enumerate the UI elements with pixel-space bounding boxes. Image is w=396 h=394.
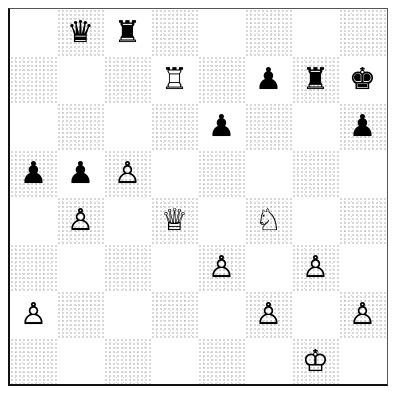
square-e5[interactable] — [198, 150, 245, 197]
square-c6[interactable] — [104, 103, 151, 150]
square-a8[interactable] — [10, 9, 57, 56]
white-pawn-icon[interactable]: ♙ — [292, 244, 339, 291]
square-c2[interactable] — [104, 291, 151, 338]
black-rook-icon[interactable]: ♜ — [104, 9, 151, 56]
square-e7[interactable] — [198, 56, 245, 103]
square-f8[interactable] — [245, 9, 292, 56]
square-b6[interactable] — [57, 103, 104, 150]
square-g4[interactable] — [292, 197, 339, 244]
square-d3[interactable] — [151, 244, 198, 291]
square-h1[interactable] — [339, 338, 386, 385]
square-h8[interactable] — [339, 9, 386, 56]
black-pawn-icon[interactable]: ♟ — [245, 56, 292, 103]
square-d1[interactable] — [151, 338, 198, 385]
square-a3[interactable] — [10, 244, 57, 291]
black-rook-icon[interactable]: ♜ — [292, 56, 339, 103]
square-g5[interactable] — [292, 150, 339, 197]
square-c7[interactable] — [104, 56, 151, 103]
square-d6[interactable] — [151, 103, 198, 150]
square-g8[interactable] — [292, 9, 339, 56]
square-a6[interactable] — [10, 103, 57, 150]
square-g2[interactable] — [292, 291, 339, 338]
square-h5[interactable] — [339, 150, 386, 197]
square-c1[interactable] — [104, 338, 151, 385]
square-a7[interactable] — [10, 56, 57, 103]
black-king-icon[interactable]: ♚ — [339, 56, 386, 103]
black-pawn-icon[interactable]: ♟ — [57, 150, 104, 197]
square-d5[interactable] — [151, 150, 198, 197]
white-rook-icon[interactable]: ♖ — [151, 56, 198, 103]
black-queen-icon[interactable]: ♛ — [57, 9, 104, 56]
square-d8[interactable] — [151, 9, 198, 56]
square-g6[interactable] — [292, 103, 339, 150]
square-f6[interactable] — [245, 103, 292, 150]
square-f5[interactable] — [245, 150, 292, 197]
square-h3[interactable] — [339, 244, 386, 291]
square-b2[interactable] — [57, 291, 104, 338]
square-e1[interactable] — [198, 338, 245, 385]
white-queen-icon[interactable]: ♕ — [151, 197, 198, 244]
square-f3[interactable] — [245, 244, 292, 291]
square-b7[interactable] — [57, 56, 104, 103]
white-pawn-icon[interactable]: ♙ — [339, 291, 386, 338]
black-pawn-icon[interactable]: ♟ — [10, 150, 57, 197]
square-a1[interactable] — [10, 338, 57, 385]
square-b1[interactable] — [57, 338, 104, 385]
white-pawn-icon[interactable]: ♙ — [245, 291, 292, 338]
square-a4[interactable] — [10, 197, 57, 244]
square-e4[interactable] — [198, 197, 245, 244]
white-pawn-icon[interactable]: ♙ — [57, 197, 104, 244]
square-b3[interactable] — [57, 244, 104, 291]
black-pawn-icon[interactable]: ♟ — [198, 103, 245, 150]
chess-board: ♛♜♖♟♜♚♟♟♟♟♙♙♕♘♙♙♙♙♙♔ — [8, 8, 388, 386]
square-d2[interactable] — [151, 291, 198, 338]
white-king-icon[interactable]: ♔ — [292, 338, 339, 385]
square-e8[interactable] — [198, 9, 245, 56]
white-pawn-icon[interactable]: ♙ — [10, 291, 57, 338]
black-pawn-icon[interactable]: ♟ — [339, 103, 386, 150]
white-pawn-icon[interactable]: ♙ — [198, 244, 245, 291]
square-f1[interactable] — [245, 338, 292, 385]
square-c4[interactable] — [104, 197, 151, 244]
square-e2[interactable] — [198, 291, 245, 338]
white-pawn-icon[interactable]: ♙ — [104, 150, 151, 197]
square-c3[interactable] — [104, 244, 151, 291]
white-knight-icon[interactable]: ♘ — [245, 197, 292, 244]
square-h4[interactable] — [339, 197, 386, 244]
